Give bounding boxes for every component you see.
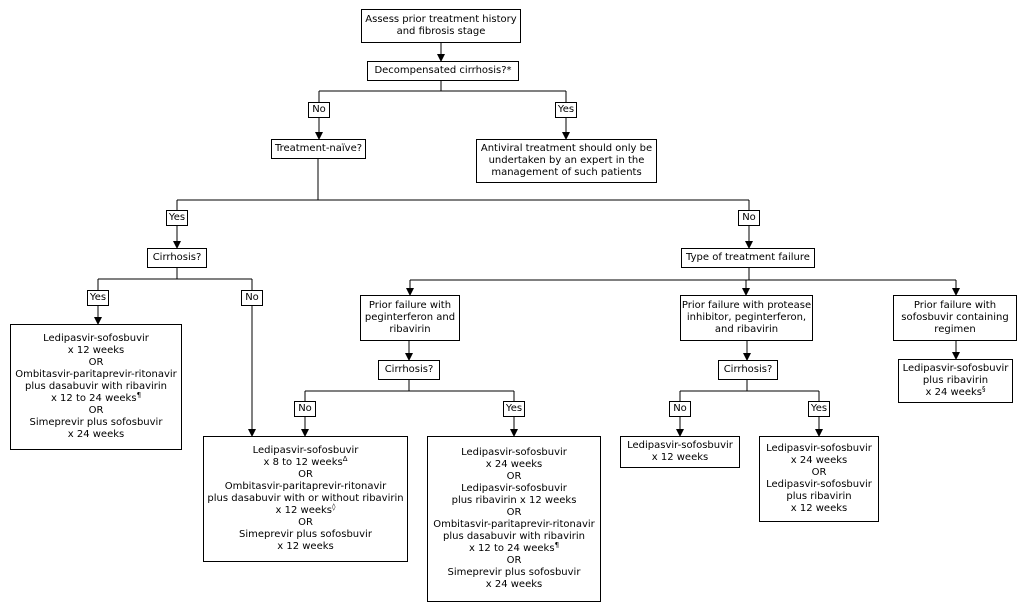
node-text-line: OR bbox=[506, 471, 522, 482]
node-text-line: x 12 to 24 weeks¶ bbox=[468, 541, 560, 555]
node-text-line: OR bbox=[506, 507, 522, 518]
node-text-line: OR bbox=[88, 357, 104, 368]
node-text-line: sofosbuvir containing bbox=[901, 312, 1009, 323]
decomp-no-label: No bbox=[308, 102, 330, 118]
node-text-line: Type of treatment failure bbox=[686, 252, 810, 263]
node-text-line: Ombitasvir-paritaprevir-ritonavir bbox=[433, 519, 595, 530]
node-text-line: Prior failure with protease bbox=[681, 300, 812, 311]
node-text-line: regimen bbox=[934, 324, 976, 335]
node-text-line: x 12 weeks bbox=[790, 503, 848, 514]
node-text-line: Simeprevir plus sofosbuvir bbox=[239, 529, 372, 540]
node-text-line: Simeprevir plus sofosbuvir bbox=[29, 417, 163, 428]
node-text-line: x 24 weeks bbox=[67, 429, 125, 440]
node-text-line: and fibrosis stage bbox=[396, 26, 486, 37]
node-text-line: Prior failure with bbox=[913, 300, 997, 311]
type-of-treatment-failure-box: Type of treatment failure bbox=[681, 248, 815, 268]
naive-no-label: No bbox=[738, 210, 760, 226]
node-text-line: Ombitasvir-paritaprevir-ritonavir bbox=[15, 369, 177, 380]
node-text-line: Ledipasvir-sofosbuvir bbox=[766, 479, 872, 490]
node-text-line: Ledipasvir-sofosbuvir bbox=[461, 447, 567, 458]
node-text-line: plus ribavirin x 12 weeks bbox=[451, 495, 577, 506]
node-text-line: x 12 weeks bbox=[277, 541, 334, 552]
node-text-line: Decompensated cirrhosis?* bbox=[374, 65, 512, 76]
node-text-line: OR bbox=[506, 555, 522, 566]
node-text-line: plus dasabuvir with ribavirin bbox=[24, 381, 168, 392]
cirrhosis-question-box-peg: Cirrhosis? bbox=[378, 360, 440, 380]
node-text-line: ribavirin bbox=[389, 324, 431, 335]
cirr1-no-label: No bbox=[241, 290, 263, 306]
node-text-line: inhibitor, peginterferon, bbox=[686, 312, 807, 323]
node-text-line: management of such patients bbox=[491, 167, 642, 178]
pi-no-label: No bbox=[669, 401, 691, 417]
node-text-line: Ledipasvir-sofosbuvir bbox=[902, 363, 1009, 374]
node-text-line: x 24 weeks bbox=[485, 579, 543, 590]
node-text-line: OR bbox=[298, 469, 313, 480]
treatment-naive-box: Treatment-naïve? bbox=[271, 139, 366, 159]
node-text-line: plus ribavirin bbox=[786, 491, 852, 502]
node-text-line: Ledipasvir-sofosbuvir bbox=[252, 445, 359, 456]
node-text-line: undertaken by an expert in the bbox=[488, 155, 645, 166]
node-text-line: Cirrhosis? bbox=[152, 252, 202, 263]
cirrhosis-question-box-pi: Cirrhosis? bbox=[718, 360, 778, 380]
node-text-line: Ombitasvir-paritaprevir-ritonavir bbox=[224, 481, 387, 492]
node-text-line: x 12 weeks bbox=[651, 452, 709, 463]
node-text-line: OR bbox=[298, 517, 313, 528]
node-text-line: x 12 weeks bbox=[67, 345, 125, 356]
node-text-line: plus ribavirin bbox=[922, 375, 989, 386]
cirrhosis-question-box-naive: Cirrhosis? bbox=[147, 248, 207, 268]
node-text-line: Ledipasvir-sofosbuvir bbox=[43, 333, 149, 344]
node-text-line: Simeprevir plus sofosbuvir bbox=[447, 567, 581, 578]
decomp-yes-label: Yes bbox=[555, 102, 577, 118]
node-text-line: Ledipasvir-sofosbuvir bbox=[461, 483, 567, 494]
node-text-line: x 24 weeks bbox=[790, 455, 848, 466]
node-text-line: Treatment-naïve? bbox=[274, 143, 363, 154]
node-text-line: Prior failure with bbox=[368, 300, 452, 311]
node-text-line: Ledipasvir-sofosbuvir bbox=[627, 440, 733, 451]
node-text-line: Antiviral treatment should only be bbox=[480, 143, 653, 154]
node-text-line: peginterferon and bbox=[364, 312, 456, 323]
node-text-line: x 8 to 12 weeksΔ bbox=[263, 455, 348, 469]
pi-yes-label: Yes bbox=[808, 401, 830, 417]
node-text-line: OR bbox=[88, 405, 104, 416]
node-text-line: plus dasabuvir with or without ribavirin bbox=[207, 493, 404, 504]
node-text-line: Ledipasvir-sofosbuvir bbox=[766, 443, 872, 454]
peg-yes-label: Yes bbox=[503, 401, 525, 417]
naive-yes-label: Yes bbox=[166, 210, 188, 226]
node-text-line: Assess prior treatment history bbox=[365, 14, 517, 25]
node-text-line: x 12 weeks◊ bbox=[275, 503, 336, 517]
node-text-line: OR bbox=[811, 467, 827, 478]
peg-no-label: No bbox=[294, 401, 316, 417]
decompensated-cirrhosis-box: Decompensated cirrhosis?* bbox=[367, 61, 519, 81]
node-text-line: x 24 weeks bbox=[485, 459, 543, 470]
node-text-line: Cirrhosis? bbox=[384, 364, 434, 375]
node-text-line: plus dasabuvir with ribavirin bbox=[442, 531, 586, 542]
node-text-line: and ribavirin bbox=[714, 324, 779, 335]
node-text-line: x 12 to 24 weeks¶ bbox=[50, 391, 142, 405]
node-text-line: x 24 weeks§ bbox=[925, 385, 986, 399]
node-text-line: Cirrhosis? bbox=[723, 364, 773, 375]
cirr1-yes-label: Yes bbox=[87, 290, 109, 306]
